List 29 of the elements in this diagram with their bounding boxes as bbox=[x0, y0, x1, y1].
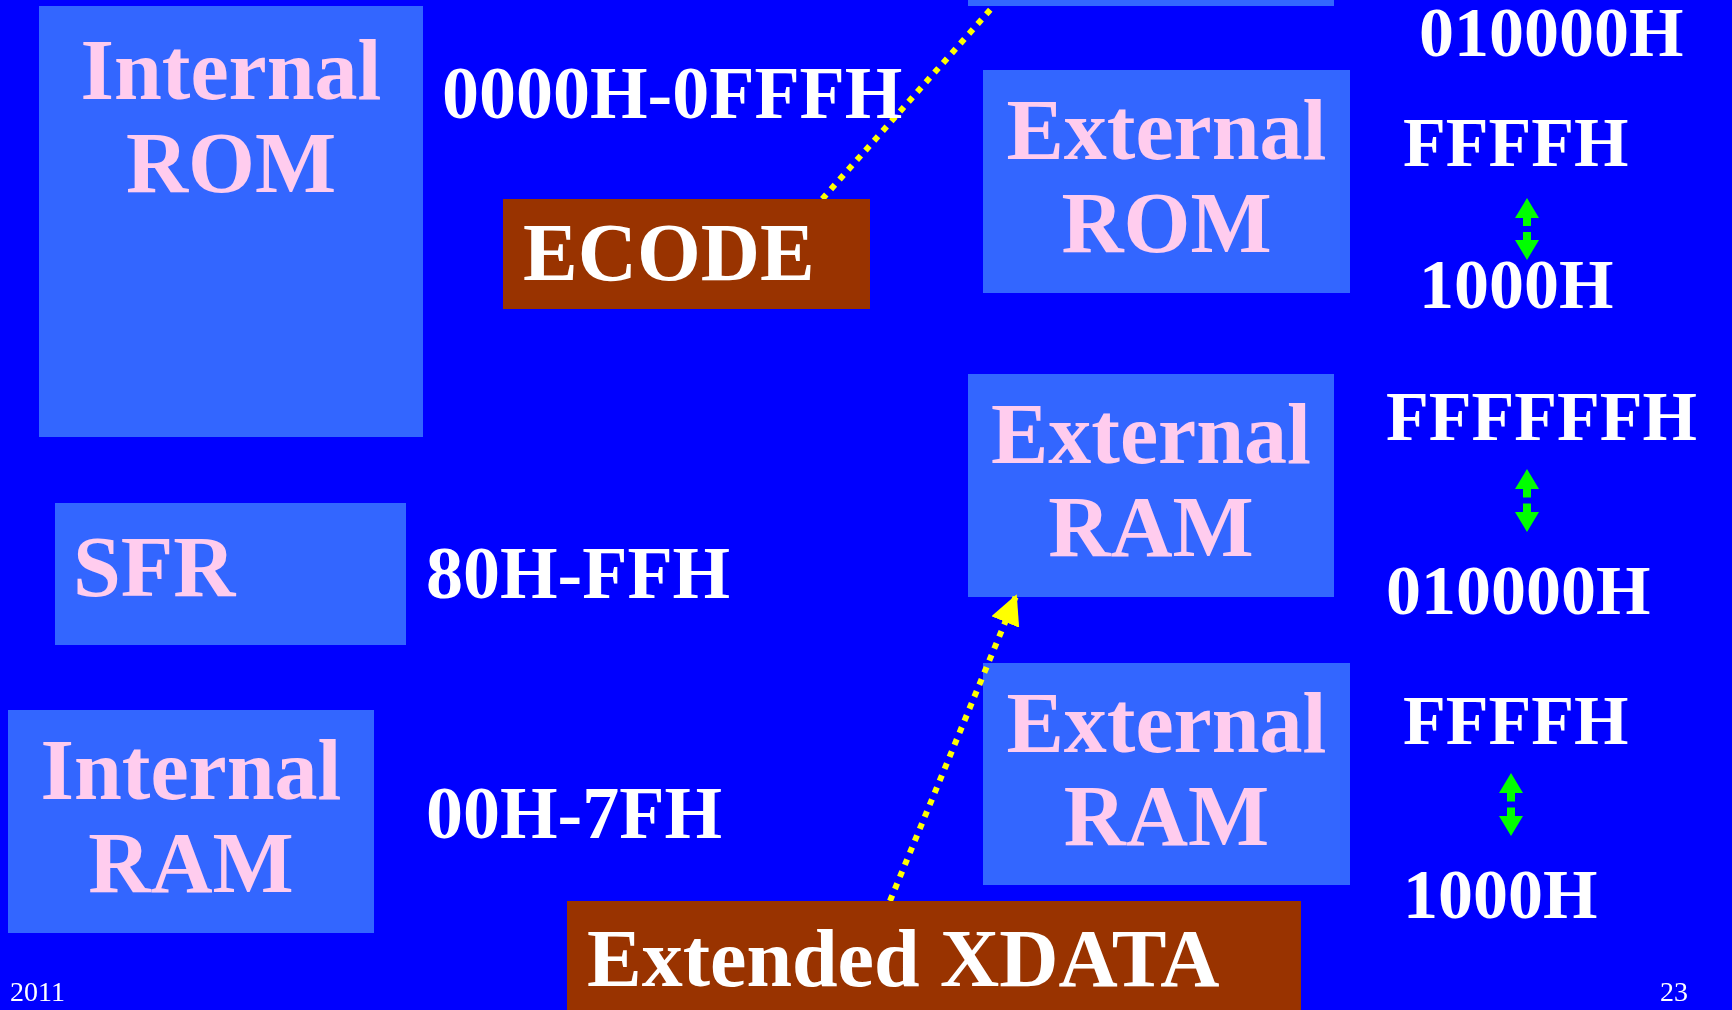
memory-box bbox=[968, 374, 1334, 597]
memory-label: Extended XDATA bbox=[587, 915, 1221, 1004]
memory-box bbox=[983, 663, 1350, 885]
address-label: 1000H bbox=[1403, 860, 1598, 930]
memory-label: External ROM bbox=[1005, 84, 1328, 270]
memory-box bbox=[983, 70, 1350, 293]
memory-box bbox=[55, 503, 406, 645]
memory-label: SFR bbox=[73, 521, 237, 614]
address-label: 00H-7FH bbox=[426, 776, 722, 850]
memory-label: ECODE bbox=[523, 209, 816, 298]
address-label: 010000H bbox=[1386, 556, 1651, 626]
segment-box bbox=[567, 901, 1301, 1010]
memory-label: External RAM bbox=[989, 388, 1313, 574]
address-label: 010000H bbox=[1419, 0, 1684, 68]
address-label: FFFFH bbox=[1403, 686, 1629, 756]
footer-text: 23 bbox=[1660, 978, 1688, 1006]
footer-text: 2011 bbox=[10, 978, 65, 1006]
dotted-arrow bbox=[887, 594, 1020, 903]
address-label: FFFFFFH bbox=[1386, 382, 1697, 452]
segment-box bbox=[503, 199, 870, 309]
memory-label: Internal RAM bbox=[39, 724, 343, 910]
address-label: 1000H bbox=[1419, 250, 1614, 320]
address-label: 0000H-0FFFH bbox=[442, 56, 903, 130]
memory-label: External RAM bbox=[1005, 677, 1328, 863]
memory-label: Internal ROM bbox=[79, 24, 383, 210]
address-label: FFFFH bbox=[1403, 108, 1629, 178]
address-label: 80H-FFH bbox=[426, 536, 731, 610]
memory-box bbox=[39, 6, 423, 437]
memory-box bbox=[8, 710, 374, 933]
